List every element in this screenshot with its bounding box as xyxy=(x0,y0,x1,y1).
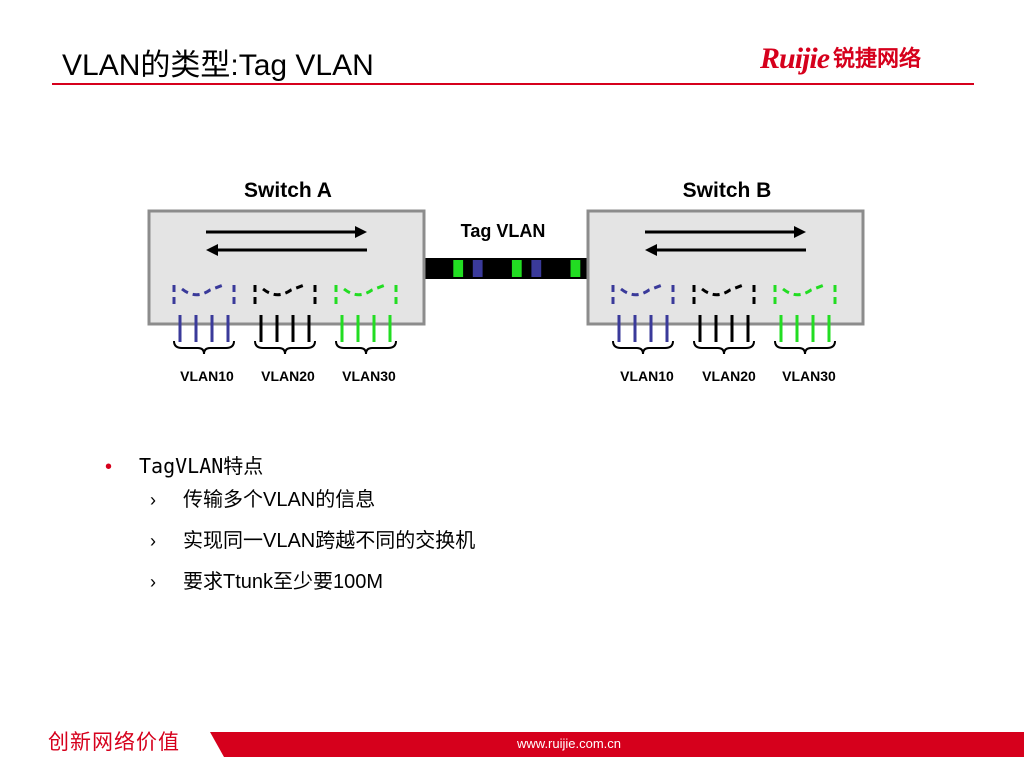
switch-a-vlan30-brace xyxy=(335,340,397,355)
switch-a-label: Switch A xyxy=(244,179,332,202)
switch-b-vlan20-label: VLAN20 xyxy=(702,368,756,384)
switch-b-vlan10-brace xyxy=(612,340,674,355)
switch-b-vlan30-label: VLAN30 xyxy=(782,368,836,384)
switch-a-vlan20-label: VLAN20 xyxy=(261,368,315,384)
trunk-link xyxy=(424,258,590,279)
switch-a-vlan30-dashed-bracket xyxy=(334,282,398,306)
tag-vlan-link-label: Tag VLAN xyxy=(461,221,546,241)
switch-b-vlan30-brace xyxy=(774,340,836,355)
switch-b-arrow-left-head xyxy=(645,244,657,256)
title-divider xyxy=(52,83,974,85)
switch-b-vlan20-brace xyxy=(693,340,755,355)
switch-a-arrow-left-head xyxy=(206,244,218,256)
switch-a-vlan20-brace xyxy=(254,340,316,355)
trunk-base xyxy=(424,258,590,279)
switch-a-vlan10-brace xyxy=(173,340,235,355)
sub-bullet-text: 传输多个VLAN的信息 xyxy=(183,489,376,511)
trunk-segment xyxy=(453,260,464,277)
switch-a-vlan10-dashed-bracket xyxy=(172,282,236,306)
switch-a-vlan20-dashed-bracket xyxy=(253,282,317,306)
sub-bullet-marker: › xyxy=(150,572,156,592)
switch-a-arrow-right-head xyxy=(355,226,367,238)
sub-bullet-marker: › xyxy=(150,531,156,551)
trunk-segment xyxy=(511,260,522,277)
switch-b-vlan20-dashed-bracket xyxy=(692,282,756,306)
switch-a-vlan30-label: VLAN30 xyxy=(342,368,396,384)
switch-b-vlan30-dashed-bracket xyxy=(773,282,837,306)
footer-band xyxy=(210,732,1024,757)
sub-bullet-marker: › xyxy=(150,490,156,510)
switch-b-label: Switch B xyxy=(683,179,772,202)
switch-a xyxy=(147,209,426,355)
switch-b-arrow-right-head xyxy=(794,226,806,238)
trunk-segment xyxy=(570,260,581,277)
sub-bullet-text: 实现同一VLAN跨越不同的交换机 xyxy=(183,530,476,552)
trunk-segment xyxy=(531,260,542,277)
logo-brand: Ruijie xyxy=(760,42,830,75)
trunk-segment xyxy=(550,260,561,277)
sub-bullet-text: 要求Ttunk至少要100M xyxy=(183,571,384,593)
trunk-segment xyxy=(433,260,444,277)
trunk-segment xyxy=(492,260,503,277)
bullet-dot: • xyxy=(105,456,113,478)
slide-title: VLAN的类型:Tag VLAN xyxy=(62,49,374,82)
switch-b xyxy=(586,209,865,355)
switch-a-body xyxy=(147,209,426,326)
logo-cn-name: 锐捷网络 xyxy=(833,46,922,71)
footer-url: www.ruijie.com.cn xyxy=(517,736,622,751)
switch-a-vlan10-label: VLAN10 xyxy=(180,368,234,384)
bullet-main-text: TagVLAN特点 xyxy=(139,454,264,478)
trunk-segment xyxy=(472,260,483,277)
switch-b-body xyxy=(586,209,865,326)
footer-slogan: 创新网络价值 xyxy=(48,731,180,754)
switch-b-vlan10-label: VLAN10 xyxy=(620,368,674,384)
switch-b-vlan10-dashed-bracket xyxy=(611,282,675,306)
